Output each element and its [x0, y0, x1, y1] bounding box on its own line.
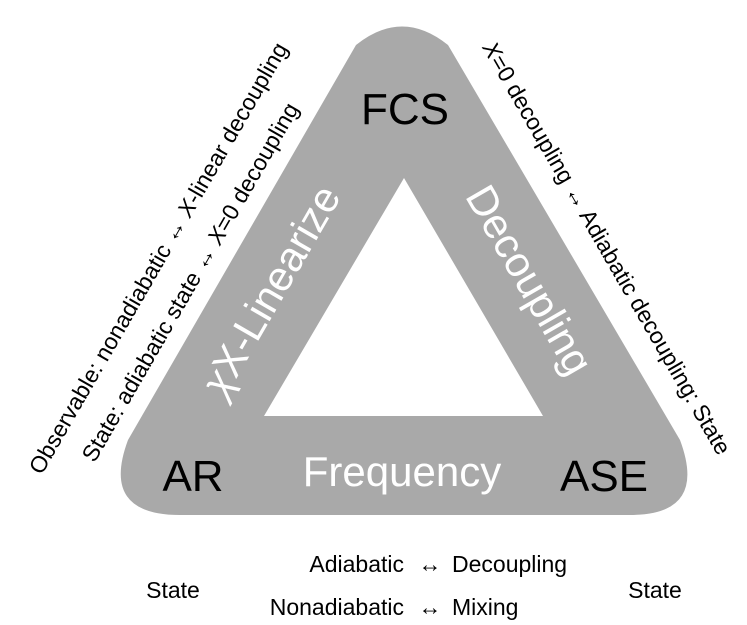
- triangle-band: [120, 26, 688, 515]
- legend-row1-b: Decoupling: [452, 551, 567, 577]
- legend-row2-b: Mixing: [452, 594, 518, 620]
- vertex-ar: AR: [162, 452, 223, 501]
- legend-row1-a: Adiabatic: [309, 551, 404, 577]
- legend-row2-a: Nonadiabatic: [270, 594, 404, 620]
- legend-row2-arrow: ↔: [419, 594, 442, 620]
- legend-left-state: State: [146, 577, 200, 603]
- vertex-ase: ASE: [560, 452, 648, 501]
- legend-row1-arrow: ↔: [419, 551, 442, 577]
- legend-right-state: State: [628, 577, 682, 603]
- vertex-fcs: FCS: [361, 85, 449, 134]
- edge-label-frequency: Frequency: [303, 448, 501, 495]
